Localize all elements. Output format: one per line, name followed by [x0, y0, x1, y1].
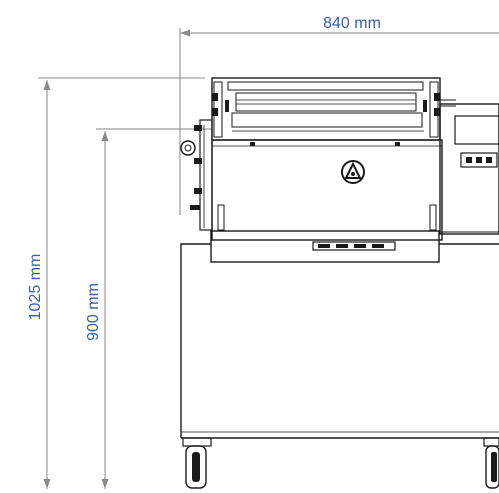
overall-height-arrow-bottom: [43, 479, 51, 489]
pressure-knob: [180, 140, 196, 156]
vacuum-chamber: [180, 119, 443, 241]
width-dimension-label: 840 mm: [323, 15, 381, 32]
front-handle: [312, 241, 396, 251]
working-height-dimension: 900 mm: [85, 128, 212, 489]
wheel-left: [182, 437, 212, 489]
overall-height-label: 1025 mm: [27, 254, 44, 321]
working-height-arrow-bottom: [101, 479, 109, 489]
display-screen: [454, 115, 499, 145]
wheel-right: [483, 437, 499, 489]
control-buttons: [460, 152, 498, 168]
front-plate: [210, 230, 440, 263]
working-height-arrow-top: [101, 131, 109, 141]
triangle-logo-icon: [341, 160, 365, 184]
overall-height-arrow-top: [43, 80, 51, 90]
width-arrow-left: [180, 29, 190, 37]
width-dimension: 840 mm: [179, 15, 499, 215]
working-height-label: 900 mm: [85, 283, 102, 341]
machine-lid: [211, 77, 456, 141]
control-housing: [439, 103, 499, 235]
base-cabinet: [180, 243, 499, 439]
overall-height-dimension: 1025 mm: [27, 77, 205, 489]
